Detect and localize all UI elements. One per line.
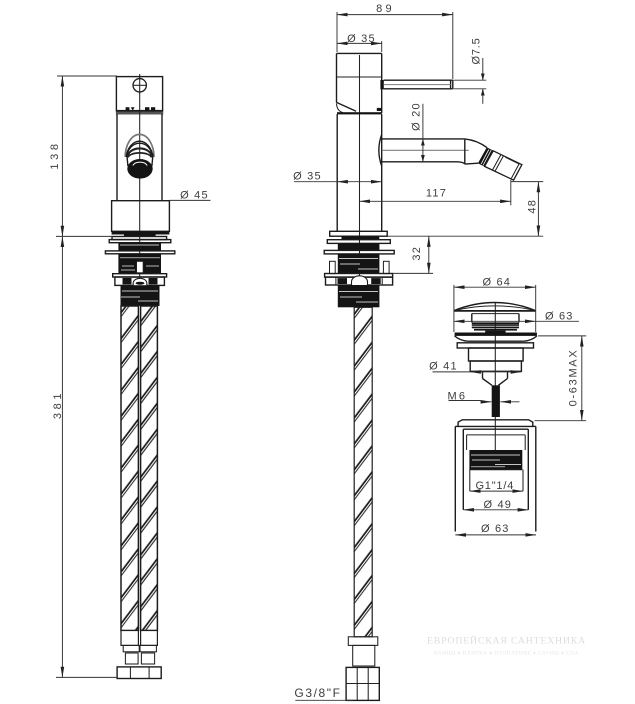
svg-text:32: 32 [411,246,423,261]
svg-text:Ø 63: Ø 63 [545,311,574,323]
svg-text:M6: M6 [447,391,467,403]
svg-text:381: 381 [52,390,64,419]
svg-text:Ø 35: Ø 35 [293,170,322,182]
svg-text:ВАННЫ ♦ ПЛИТКА ♦ ОТОПЛЕНИЕ ♦ С: ВАННЫ ♦ ПЛИТКА ♦ ОТОПЛЕНИЕ ♦ САУНЫ ♦ СПА [434,651,579,657]
svg-text:Ø 20: Ø 20 [411,102,423,131]
svg-text:Ø 64: Ø 64 [482,276,511,288]
svg-text:117: 117 [426,188,447,200]
svg-text:Ø 45: Ø 45 [180,190,209,202]
svg-text:Ø 63: Ø 63 [481,523,510,535]
svg-text:138: 138 [49,140,61,169]
svg-text:89: 89 [376,3,395,15]
svg-text:0-63MAX: 0-63MAX [567,349,579,407]
svg-text:G1"1/4: G1"1/4 [475,480,514,492]
svg-text:Ø 49: Ø 49 [483,499,512,511]
svg-text:Ø 35: Ø 35 [347,33,376,45]
svg-text:Ø 41: Ø 41 [429,361,458,373]
svg-text:G3/8"F: G3/8"F [294,686,341,700]
svg-text:ЕВРОПЕЙСКАЯ САНТЕХНИКА: ЕВРОПЕЙСКАЯ САНТЕХНИКА [427,635,586,647]
svg-text:Ø7.5: Ø7.5 [471,37,483,64]
svg-text:48: 48 [527,199,539,214]
